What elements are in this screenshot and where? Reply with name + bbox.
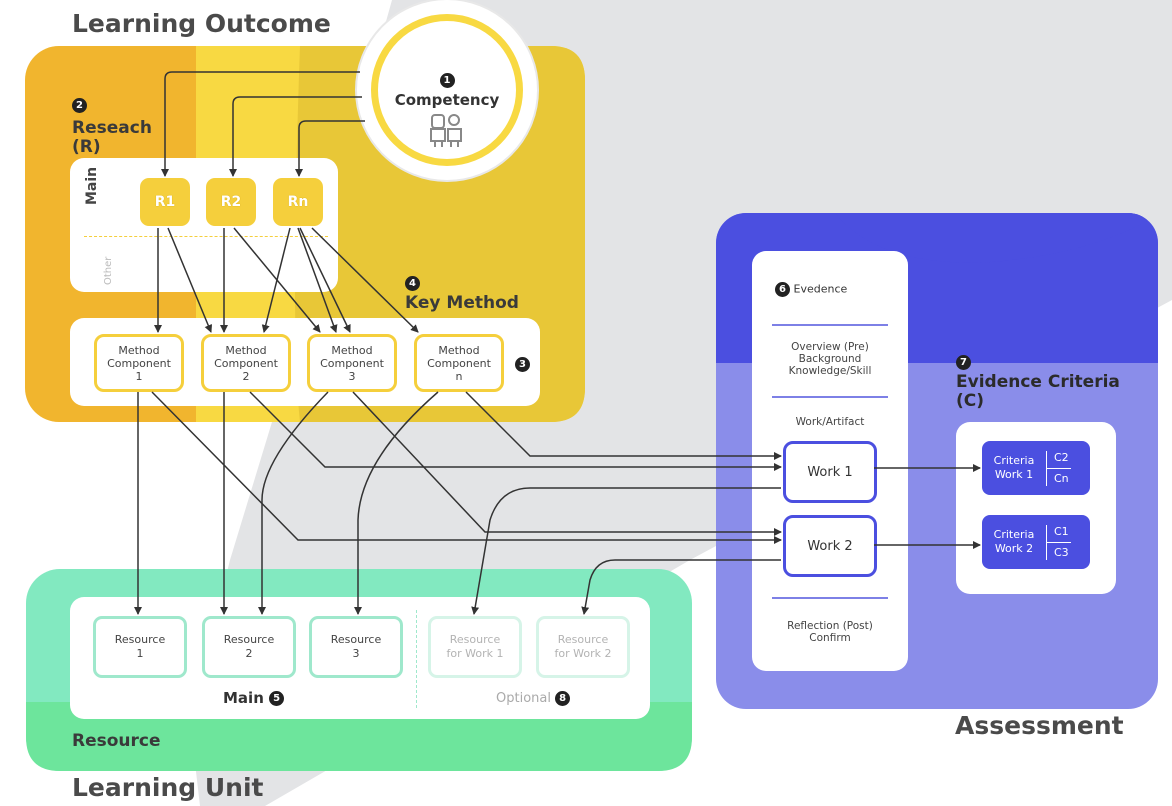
resource-divider [416,610,417,708]
evidence-work-artifact: Work/Artifact [795,416,865,428]
evidence-divider-3 [772,597,888,599]
badge-1: 1 [439,73,455,88]
key-method-label-group: 4 Key Method [405,273,519,313]
evidence-divider-1 [772,324,888,326]
resource-main-label-group: Main 5 [223,689,285,707]
criteria-work-2: Criteria Work 2 C1 C3 [982,515,1090,569]
research-item-rn: Rn [273,178,323,226]
criteria-work-2-top: C1 [1054,524,1069,538]
badge-5: 5 [269,691,285,706]
resource-optional-label-group: Optional 8 [496,691,571,706]
criteria-work-2-values: C1 C3 [1046,524,1071,560]
badge-4: 4 [405,276,420,291]
method-component-3: Method Component 3 [307,334,397,392]
resource-1: Resource 1 [93,616,187,678]
research-item-r2: R2 [206,178,256,226]
assessment-title: Assessment [955,711,1124,740]
method-component-2: Method Component 2 [201,334,291,392]
research-other-label: Other [103,256,114,285]
method-component-n: Method Component n [414,334,504,392]
resource-main-label: Main [223,689,264,707]
people-icon [430,114,462,147]
evidence-criteria-label: Evidence Criteria (C) [956,372,1120,411]
badge-6: 6 [775,282,790,297]
research-divider [84,236,328,237]
research-label: Reseach (R) [72,118,152,157]
criteria-work-1: Criteria Work 1 C2 Cn [982,441,1090,495]
resource-3: Resource 3 [309,616,403,678]
resource-for-work-1: Resource for Work 1 [428,616,522,678]
work-1: Work 1 [783,441,877,503]
criteria-work-2-label: Criteria Work 2 [993,528,1035,555]
competency-content: 1 Competency [371,70,523,153]
evidence-label: Evedence [793,282,848,296]
criteria-work-2-bottom: C3 [1054,545,1069,559]
criteria-work-1-top: C2 [1054,450,1069,464]
research-main-label: Main [84,166,100,205]
resource-optional-label: Optional [496,691,551,706]
evidence-divider-2 [772,396,888,398]
evidence-reflection: Reflection (Post) Confirm [787,620,873,644]
resource-2: Resource 2 [202,616,296,678]
learning-outcome-title: Learning Outcome [72,9,331,38]
criteria-work-1-bottom: Cn [1054,471,1069,485]
competency-label: Competency [394,91,500,109]
evidence-label-group: 6 Evedence [775,282,847,297]
research-item-r1: R1 [140,178,190,226]
badge-2: 2 [72,98,87,113]
work-2: Work 2 [783,515,877,577]
method-component-1: Method Component 1 [94,334,184,392]
research-label-group: 2 Reseach (R) [72,95,152,157]
badge-7: 7 [956,355,971,370]
learning-unit-title: Learning Unit [72,773,264,802]
badge-8: 8 [555,691,571,706]
evidence-criteria-label-group: 7 Evidence Criteria (C) [956,352,1120,411]
badge-3: 3 [515,357,530,372]
resource-for-work-2: Resource for Work 2 [536,616,630,678]
criteria-work-1-values: C2 Cn [1046,450,1071,486]
key-method-label: Key Method [405,293,519,313]
resource-panel-label: Resource [72,731,161,751]
evidence-overview: Overview (Pre) Background Knowledge/Skil… [788,341,872,377]
criteria-work-1-label: Criteria Work 1 [993,454,1035,481]
